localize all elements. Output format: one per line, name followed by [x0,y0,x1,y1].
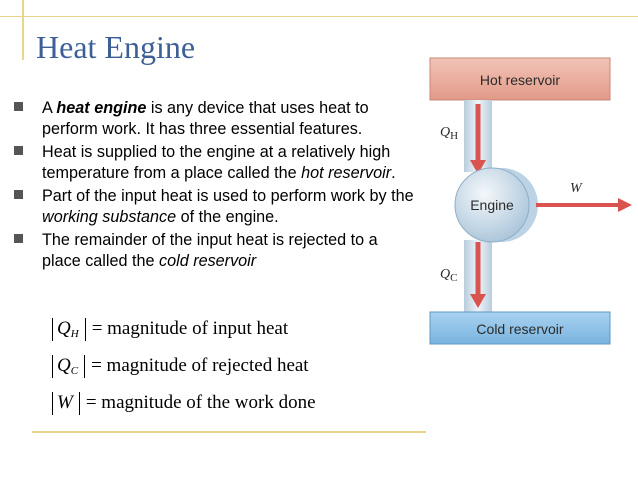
bullet-segment: is any device that uses heat to perform … [42,99,369,138]
bullet-segment: Part of the input heat is used to perfor… [42,187,414,205]
bullet-item: Heat is supplied to the engine at a rela… [14,142,419,183]
work-arrowhead-icon [618,198,632,212]
bullet-segment: . [391,163,396,182]
bullet-segment: Heat is supplied to the engine at a rela… [42,143,391,182]
decorative-top-rule [0,16,638,17]
hot-reservoir-label: Hot reservoir [480,72,560,88]
hot-reservoir [429,57,611,101]
engine [454,167,530,243]
equation-text: = magnitude of input heat [91,318,289,339]
bullet-marker-icon [14,146,23,155]
cold-reservoir [429,311,611,345]
abs-symbol: QC [52,355,86,378]
equation-text: = magnitude of the work done [85,392,316,413]
bullet-marker-icon [14,234,23,243]
bullet-segment: cold reservoir [159,251,257,270]
abs-symbol: QH [52,318,86,341]
bullet-text: A heat engine is any device that uses he… [42,99,369,138]
bullet-item: Part of the input heat is used to perfor… [14,186,419,227]
heat-hot-label: QH [440,125,458,142]
bullet-segment: A [42,99,57,117]
bullet-segment: of the engine. [176,207,279,226]
equation-rejected-heat: QC = magnitude of rejected heat [52,355,316,392]
work-label: W [570,181,583,196]
bullet-item: A heat engine is any device that uses he… [14,98,419,139]
abs-symbol: W [52,392,80,415]
equation-input-heat: QH = magnitude of input heat [52,318,316,355]
bullet-text: Part of the input heat is used to perfor… [42,187,414,226]
heat-engine-diagram: Hot reservoir Engine W QH QC Cold reserv… [429,57,632,345]
decorative-bottom-rule [32,431,426,433]
bullet-text: The remainder of the input heat is rejec… [42,231,378,270]
heat-cold-label: QC [440,267,457,284]
heat-input-arrowhead-icon [470,160,486,174]
bullet-text: Heat is supplied to the engine at a rela… [42,143,396,182]
bullet-item: The remainder of the input heat is rejec… [14,230,419,271]
bullet-marker-icon [14,102,23,111]
equation-text: = magnitude of rejected heat [91,355,309,376]
bullet-marker-icon [14,190,23,199]
decorative-left-rule [22,0,24,60]
cold-reservoir-label: Cold reservoir [476,321,563,337]
heat-rejected-arrowhead-icon [470,294,486,308]
bullet-segment: hot reservoir [301,163,392,182]
slide-title: Heat Engine [36,29,196,65]
bullet-segment: working substance [42,207,177,226]
equation-list: QH = magnitude of input heat QC = magnit… [52,318,316,429]
bullet-segment: The remainder of the input heat is rejec… [42,231,378,270]
bullet-list: A heat engine is any device that uses he… [14,98,419,274]
equation-work-done: W = magnitude of the work done [52,392,316,429]
bullet-segment: heat engine [56,99,147,117]
engine-label: Engine [470,197,514,213]
